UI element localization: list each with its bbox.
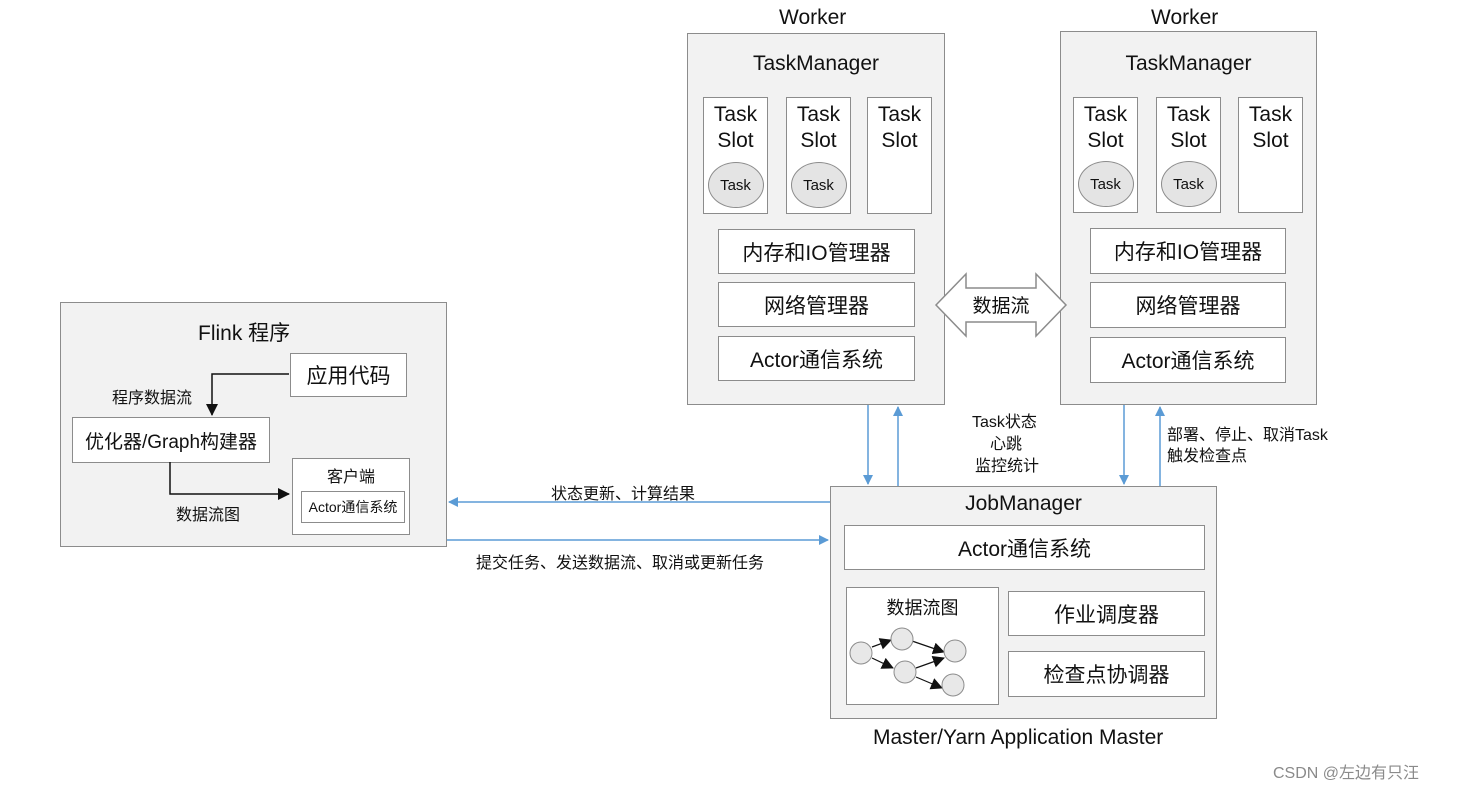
slot-label-line1: Task xyxy=(1248,103,1293,126)
middle-label-line3: 监控统计 xyxy=(975,458,1040,475)
worker-title-2: Worker xyxy=(1151,6,1219,29)
graph-edge xyxy=(911,640,945,655)
slot-label-line1: Task xyxy=(877,103,922,126)
middle-label-line1: Task状态 xyxy=(972,414,1037,431)
slot-label-line2: Slot xyxy=(1170,129,1207,152)
master-label: Master/Yarn Application Master xyxy=(873,726,1164,749)
data-stream-label: 数据流 xyxy=(972,295,1029,317)
memory-io-manager-1: 内存和IO管理器 xyxy=(718,229,915,274)
jobmanager-dataflow-label: 数据流图 xyxy=(886,598,959,618)
actor-system-2: Actor通信系统 xyxy=(1090,337,1286,383)
client-actor-box: Actor通信系统 xyxy=(301,491,405,523)
task-node: Task xyxy=(1160,161,1217,207)
worker-title-1: Worker xyxy=(779,6,847,29)
graph-node xyxy=(893,660,917,684)
graph-node xyxy=(849,641,873,665)
taskmanager-title-1: TaskManager xyxy=(752,52,880,75)
graph-node xyxy=(941,673,965,697)
graph-node xyxy=(890,627,914,651)
program-dataflow-label: 程序数据流 xyxy=(112,390,193,407)
arrow-optimizer-to-client xyxy=(169,462,290,500)
graph-edge xyxy=(871,657,894,669)
memory-io-manager-2: 内存和IO管理器 xyxy=(1090,228,1286,274)
right-label-line1: 部署、停止、取消Task xyxy=(1167,427,1328,444)
right-label-line2: 触发检查点 xyxy=(1167,448,1248,465)
graph-edge xyxy=(915,676,943,690)
taskmanager-title-2: TaskManager xyxy=(1125,52,1252,75)
data-stream-double-arrow xyxy=(934,272,1068,338)
network-manager-2: 网络管理器 xyxy=(1090,282,1286,328)
network-manager-1: 网络管理器 xyxy=(718,282,915,327)
checkpoint-coordinator-box: 检查点协调器 xyxy=(1008,651,1205,697)
task-node: Task xyxy=(1077,161,1134,207)
slot-label-line2: Slot xyxy=(717,129,754,152)
middle-label-line2: 心跳 xyxy=(990,436,1023,453)
slot-label-line2: Slot xyxy=(800,129,837,152)
flink-program-title: Flink 程序 xyxy=(198,322,291,345)
status-update-label: 状态更新、计算结果 xyxy=(551,486,696,503)
client-box: 客户端 Actor通信系统 xyxy=(292,458,410,535)
task-node: Task xyxy=(790,162,847,208)
jobmanager-title: JobManager xyxy=(965,492,1082,515)
watermark: CSDN @左边有只汪 xyxy=(1273,765,1420,782)
jobmanager-panel: JobManager Actor通信系统 数据流图 作业调度器 检查点协调器 xyxy=(830,486,1217,719)
mini-dataflow-graph xyxy=(849,627,967,697)
client-label: 客户端 xyxy=(326,469,375,486)
slot-label-line1: Task xyxy=(796,103,841,126)
graph-edge xyxy=(915,656,945,669)
jobmanager-dataflow-box: 数据流图 xyxy=(846,587,999,705)
graph-node xyxy=(943,639,967,663)
job-scheduler-box: 作业调度器 xyxy=(1008,591,1205,636)
slot-label-line2: Slot xyxy=(881,129,918,152)
slot-label-line1: Task xyxy=(1083,103,1128,126)
task-node: Task xyxy=(707,162,764,208)
arrow-app-code-to-optimizer xyxy=(206,373,289,416)
graph-edge xyxy=(871,638,892,650)
flink-program-panel: Flink 程序 应用代码 程序数据流 优化器/Graph构建器 数据流图 客户… xyxy=(60,302,447,547)
slot-label-line1: Task xyxy=(1166,103,1211,126)
slot-label-line2: Slot xyxy=(1087,129,1124,152)
actor-system-1: Actor通信系统 xyxy=(718,336,915,381)
slot-label-line2: Slot xyxy=(1252,129,1289,152)
submit-task-label: 提交任务、发送数据流、取消或更新任务 xyxy=(476,555,765,572)
optimizer-box: 优化器/Graph构建器 xyxy=(72,417,270,463)
slot-label-line1: Task xyxy=(713,103,758,126)
jobmanager-actor-box: Actor通信系统 xyxy=(844,525,1205,570)
app-code-box: 应用代码 xyxy=(290,353,407,397)
dataflow-graph-label: 数据流图 xyxy=(176,507,241,524)
